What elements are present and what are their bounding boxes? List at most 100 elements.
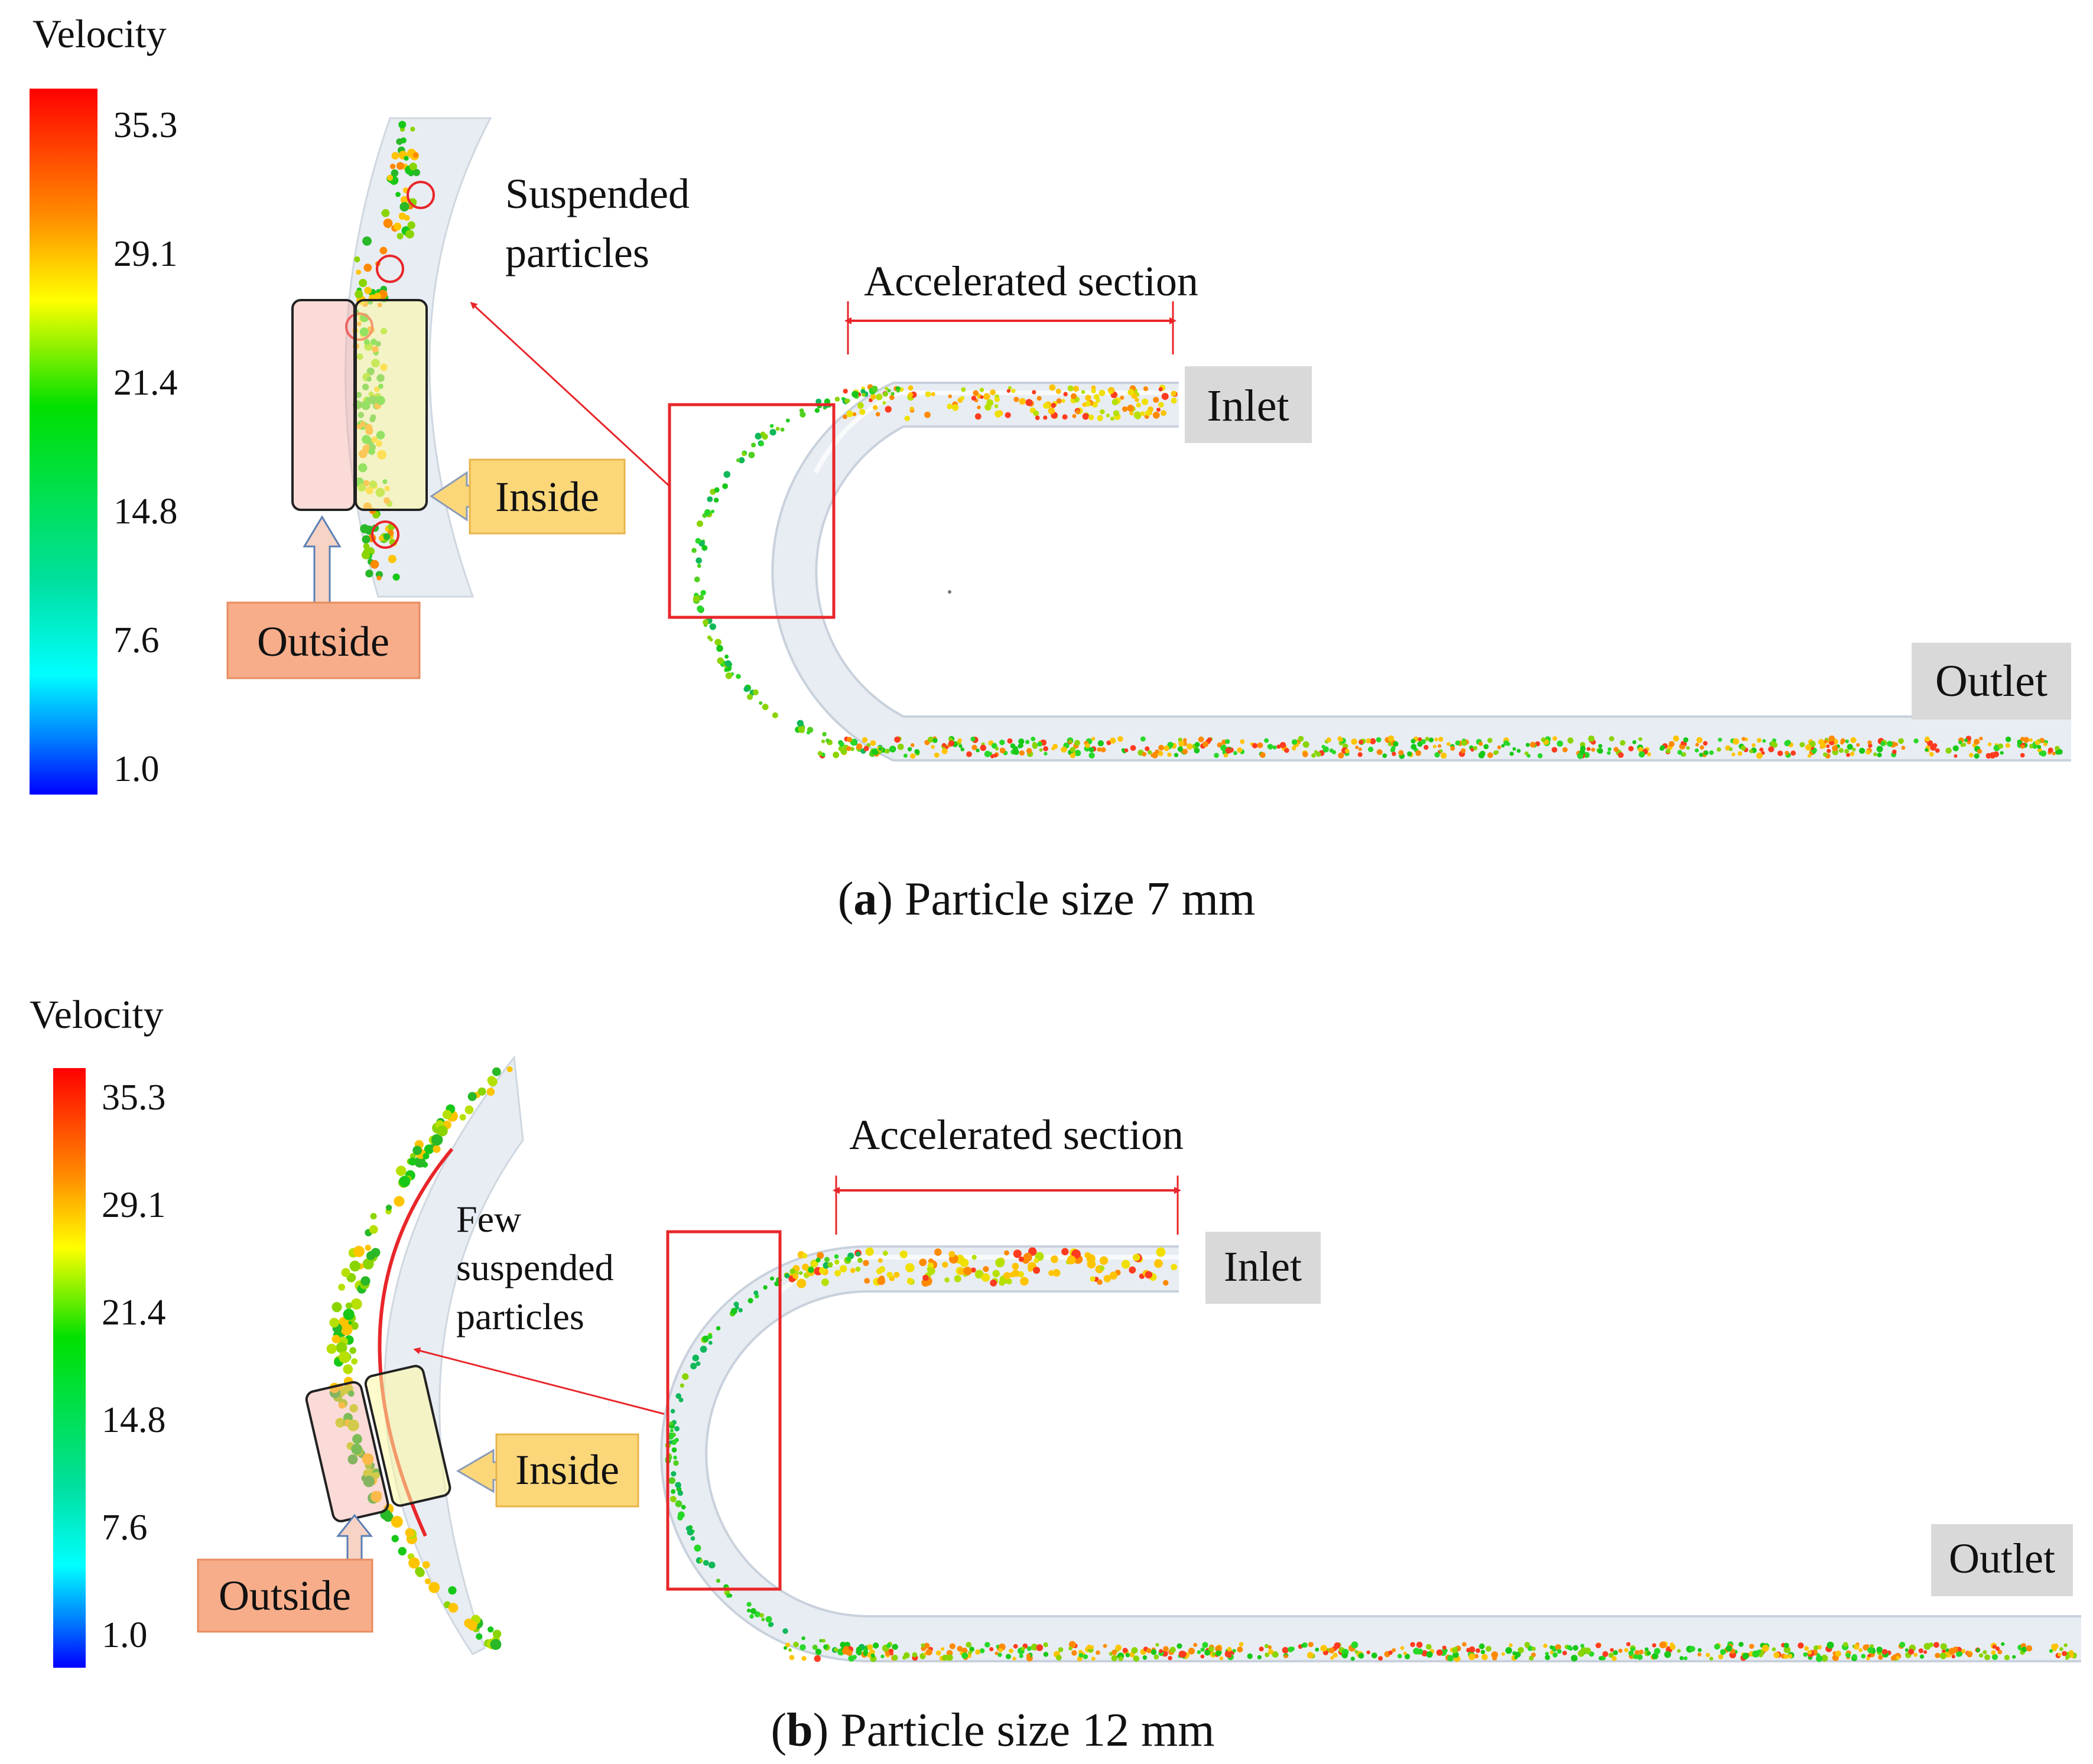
particle <box>1288 1646 1294 1652</box>
particle <box>1847 744 1853 750</box>
particle <box>1684 1656 1688 1661</box>
particle <box>1133 1655 1140 1662</box>
particle <box>979 1648 985 1654</box>
particle <box>876 393 883 401</box>
particle <box>1051 747 1055 751</box>
particle <box>852 1655 857 1659</box>
particle <box>1354 1650 1358 1654</box>
particle <box>1562 1651 1567 1656</box>
particle <box>1630 1647 1636 1652</box>
particle <box>340 1323 353 1336</box>
particle <box>1012 1656 1016 1661</box>
particle <box>1850 737 1857 743</box>
particle <box>1162 1280 1169 1286</box>
particle <box>747 1609 751 1613</box>
particle <box>792 1273 798 1279</box>
particle <box>1012 1270 1020 1277</box>
particle <box>1646 1651 1651 1656</box>
bend-highlight-box <box>666 1230 782 1591</box>
particle <box>904 415 911 421</box>
particle <box>1425 737 1429 741</box>
particle <box>1048 407 1055 415</box>
particle <box>1783 1642 1789 1648</box>
particle <box>1268 1645 1272 1649</box>
particle <box>396 162 405 170</box>
particle <box>1072 385 1079 392</box>
particle <box>907 747 912 752</box>
particle <box>1058 1647 1064 1652</box>
particle <box>751 442 756 448</box>
particle <box>927 736 934 743</box>
particle <box>350 1322 359 1330</box>
particle <box>980 395 984 399</box>
particle <box>1858 1648 1863 1652</box>
particle <box>1626 1642 1631 1646</box>
particle <box>1501 1652 1505 1656</box>
particle <box>697 605 704 612</box>
particle <box>702 1335 709 1342</box>
particle <box>1543 1643 1548 1648</box>
particle <box>410 1153 416 1159</box>
particle <box>784 1273 790 1278</box>
particle <box>899 1250 908 1258</box>
particle <box>394 222 402 230</box>
particle <box>1083 1654 1088 1659</box>
particle <box>1194 741 1200 747</box>
particle <box>856 1251 861 1257</box>
particle <box>1632 740 1637 744</box>
particle <box>798 726 805 733</box>
particle <box>691 548 697 553</box>
particle <box>717 657 724 665</box>
particle <box>1154 1259 1163 1268</box>
particle <box>852 390 859 398</box>
particle <box>971 744 977 750</box>
particle <box>1097 415 1103 422</box>
particle <box>846 1256 852 1262</box>
particle <box>668 1440 673 1444</box>
particle <box>763 1285 768 1290</box>
particle <box>1982 1650 1987 1655</box>
particle <box>1840 741 1844 745</box>
particle <box>700 590 706 595</box>
particle <box>1019 743 1024 748</box>
particle <box>1913 738 1919 744</box>
particle <box>1689 1646 1695 1652</box>
particle <box>1388 1650 1393 1655</box>
particle <box>1725 1645 1733 1652</box>
particle <box>1525 743 1530 747</box>
particle <box>336 1342 347 1353</box>
particle <box>1584 1647 1591 1655</box>
particle <box>398 212 407 220</box>
particle <box>1070 753 1075 759</box>
panel-a: Velocity 35.3 29.1 21.4 14.8 7.6 1.0 Ins… <box>30 11 2071 925</box>
particle <box>1158 750 1164 756</box>
particle <box>1026 1646 1032 1651</box>
particle <box>675 1393 681 1399</box>
particle <box>351 1358 358 1365</box>
particle <box>1607 747 1612 751</box>
particle <box>2033 744 2037 749</box>
particle <box>1006 1278 1012 1285</box>
particle <box>391 1516 403 1528</box>
particle <box>2052 751 2056 756</box>
particle <box>1276 744 1281 749</box>
particle <box>1037 741 1042 747</box>
particle <box>748 451 755 458</box>
particle <box>1639 751 1645 758</box>
particle <box>2022 1646 2027 1652</box>
particle <box>886 1643 891 1648</box>
particle <box>1090 1276 1096 1282</box>
particle <box>1929 751 1934 757</box>
particle <box>857 1258 863 1263</box>
particle <box>875 412 880 416</box>
tick-label: 1.0 <box>102 1615 148 1655</box>
particle <box>941 748 948 754</box>
pipe-particles <box>665 1247 2077 1662</box>
particle <box>935 1650 941 1656</box>
particle <box>1677 750 1682 755</box>
particle <box>1301 1643 1305 1648</box>
particle <box>714 639 722 646</box>
particle <box>824 398 831 405</box>
particle <box>1668 741 1675 747</box>
particle <box>736 673 741 679</box>
